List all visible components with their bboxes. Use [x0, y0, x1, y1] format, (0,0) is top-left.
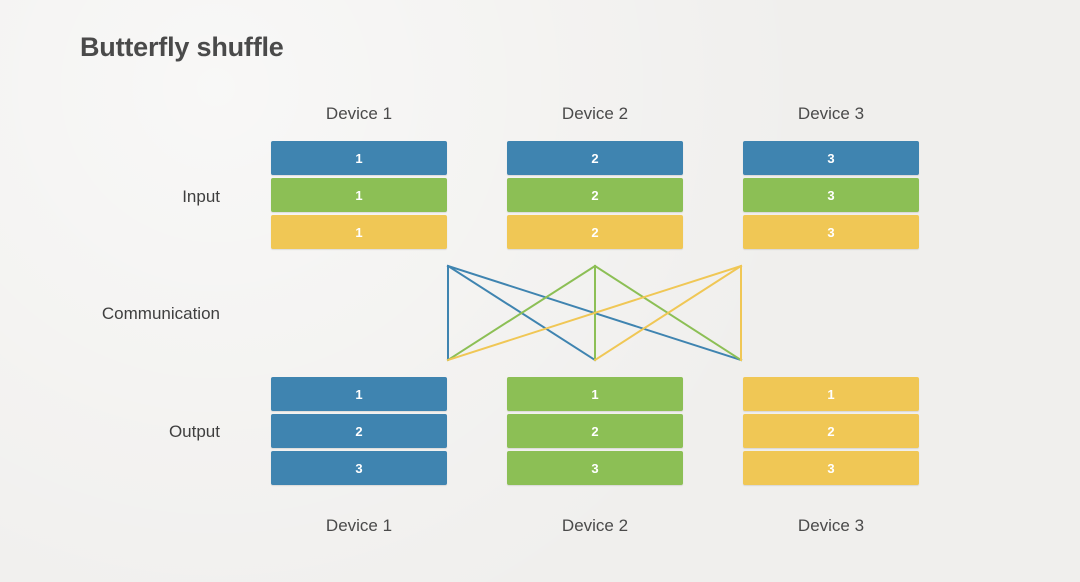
input-bar: 2 [507, 178, 683, 212]
input-block-device-3: 3 3 3 [743, 141, 919, 249]
input-bar: 1 [271, 215, 447, 249]
footer-device-label-3: Device 3 [797, 516, 865, 535]
footer-device-label-2: Device 2 [561, 516, 629, 535]
input-bar: 1 [271, 178, 447, 212]
input-bar: 3 [743, 141, 919, 175]
input-bar: 3 [743, 215, 919, 249]
input-block-device-1: 1 1 1 [271, 141, 447, 249]
row-label-output: Output [168, 422, 220, 441]
header-device-label-1: Device 1 [325, 104, 393, 123]
edge-blue-1-2 [446, 264, 597, 362]
input-bar: 1 [271, 141, 447, 175]
output-bar: 3 [743, 451, 919, 485]
output-bar: 1 [507, 377, 683, 411]
edge-blue-1-3 [446, 264, 743, 362]
output-block-device-2: 1 2 3 [507, 377, 683, 485]
output-bar: 1 [743, 377, 919, 411]
output-block-device-3: 1 2 3 [743, 377, 919, 485]
output-bar: 2 [271, 414, 447, 448]
row-label-communication: Communication [101, 304, 220, 323]
output-bar: 3 [507, 451, 683, 485]
header-device-label-3: Device 3 [797, 104, 865, 123]
input-block-device-2: 2 2 2 [507, 141, 683, 249]
output-bar: 3 [271, 451, 447, 485]
edge-yellow-3-2 [593, 264, 743, 362]
output-bar: 2 [743, 414, 919, 448]
output-block-device-1: 1 2 3 [271, 377, 447, 485]
header-device-label-2: Device 2 [561, 104, 629, 123]
page-title: Butterfly shuffle [80, 32, 284, 62]
input-bar: 2 [507, 215, 683, 249]
output-bar: 1 [271, 377, 447, 411]
edge-yellow-3-1 [446, 264, 743, 362]
edge-green-2-1 [446, 264, 597, 362]
edge-green-2-3 [593, 264, 743, 362]
row-label-input: Input [182, 187, 220, 206]
communication-edges [446, 264, 743, 362]
footer-device-label-1: Device 1 [325, 516, 393, 535]
output-bar: 2 [507, 414, 683, 448]
input-bar: 3 [743, 178, 919, 212]
input-bar: 2 [507, 141, 683, 175]
